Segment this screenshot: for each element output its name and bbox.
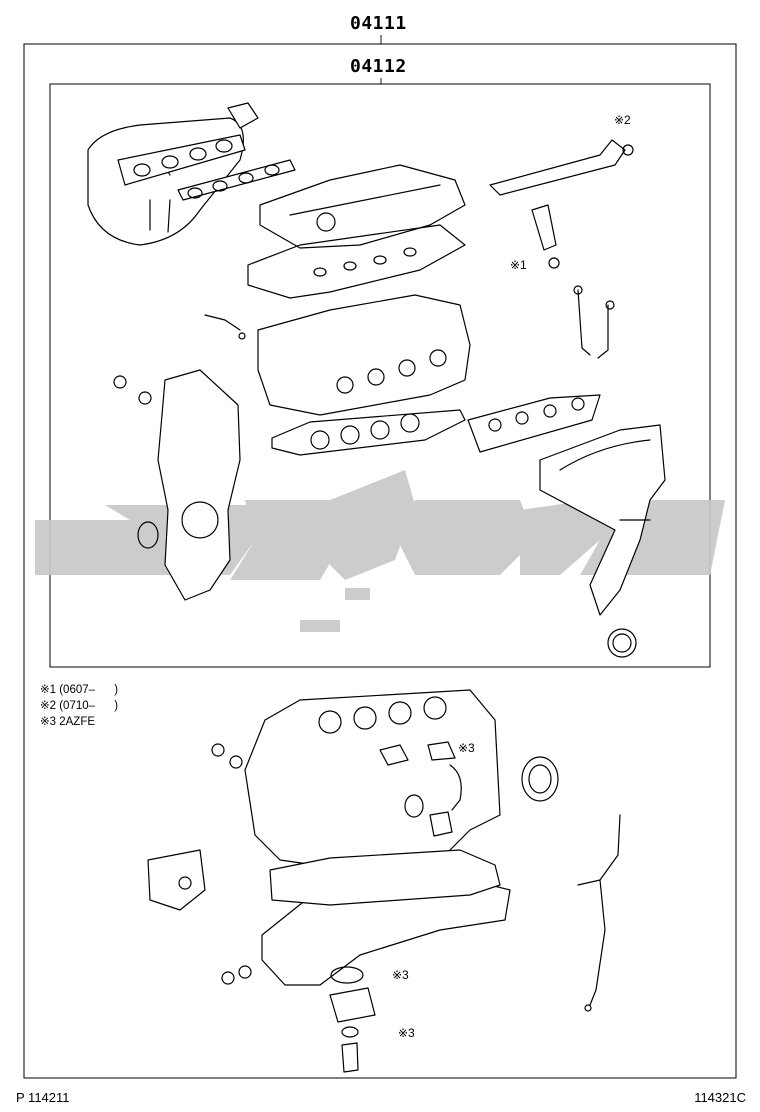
callout-mark-3-block: ※3 (458, 741, 475, 755)
note-3: ※3 2AZFE (40, 716, 96, 728)
callout-mark-1: ※1 (510, 258, 527, 272)
callout-mark-3-drain: ※3 (398, 1026, 415, 1040)
outer-kit-frame (23, 43, 737, 1079)
notes-block: ※1 (0607– ) ※2 (0710– ) ※3 2AZFE (40, 682, 118, 730)
note-1: ※1 (0607– ) (40, 684, 119, 696)
footer-left-code: P 114211 (16, 1090, 70, 1105)
inner-part-number: 04112 (350, 56, 407, 77)
note-2: ※2 (0710– ) (40, 700, 119, 712)
callout-mark-3-pan: ※3 (392, 968, 409, 982)
footer-right-code: 114321C (694, 1090, 746, 1105)
outer-part-number: 04111 (350, 13, 407, 34)
callout-mark-2: ※2 (614, 113, 631, 127)
inner-kit-frame (49, 83, 711, 668)
